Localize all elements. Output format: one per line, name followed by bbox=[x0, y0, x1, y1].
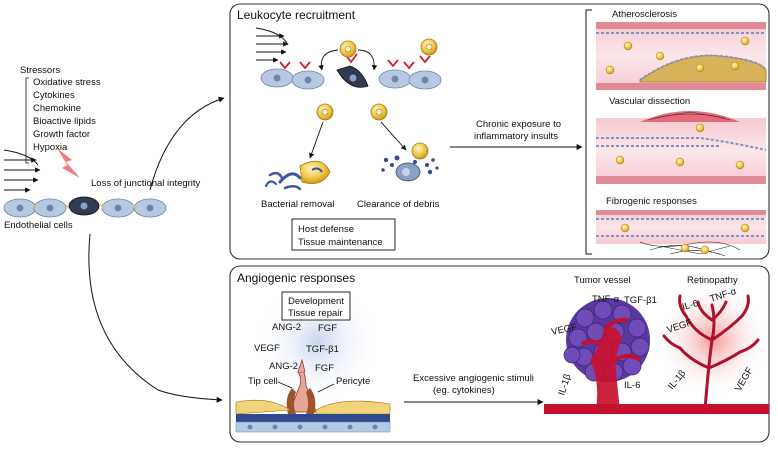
factor-label: ANG-2 bbox=[269, 361, 298, 372]
tip-cell-label: Tip cell bbox=[248, 376, 278, 387]
development-box bbox=[281, 291, 351, 321]
factor-label: FGF bbox=[318, 323, 337, 334]
tumor-label: TNF-α bbox=[592, 294, 620, 305]
stressor-item: Chemokine bbox=[33, 103, 81, 114]
host-defense-box bbox=[291, 218, 396, 251]
stimuli-label-2: (eg. cytokines) bbox=[433, 385, 495, 396]
stressor-item: Cytokines bbox=[33, 90, 75, 101]
angio-vessel-base bbox=[235, 399, 391, 433]
development-line: Development bbox=[288, 296, 344, 307]
fibrogenic-illustration bbox=[596, 210, 766, 257]
chronic-label-2: inflammatory insults bbox=[474, 131, 558, 142]
factor-label: ANG-2 bbox=[272, 322, 301, 333]
sprout-illustration bbox=[286, 358, 317, 414]
fibrogenic-title: Fibrogenic responses bbox=[606, 196, 697, 207]
retinopathy-label: IL-6 bbox=[681, 298, 700, 313]
dissection-title: Vascular dissection bbox=[609, 96, 690, 107]
factor-label: FGF bbox=[315, 363, 334, 374]
debris-illustration bbox=[381, 142, 439, 182]
stimuli-label-1: Excessive angiogenic stimuli bbox=[413, 373, 534, 384]
atherosclerosis-title: Atherosclerosis bbox=[612, 9, 677, 20]
endothelial-cell-row bbox=[3, 196, 167, 218]
bacterial-removal-label: Bacterial removal bbox=[261, 199, 334, 210]
tumor-title: Tumor vessel bbox=[574, 275, 631, 286]
tumor-label: TGF-β1 bbox=[624, 295, 657, 306]
tissue-maintenance-line: Tissue maintenance bbox=[298, 237, 383, 248]
junction-label: Loss of junctional integrity bbox=[91, 178, 201, 189]
endothelial-label: Endothelial cells bbox=[4, 220, 73, 231]
atherosclerosis-illustration bbox=[596, 22, 767, 90]
retinopathy-illustration bbox=[662, 294, 760, 412]
leukocyte-title: Leukocyte recruitment bbox=[237, 8, 356, 22]
panel-flow-arrows bbox=[255, 27, 289, 63]
stressor-item: Oxidative stress bbox=[33, 77, 101, 88]
disease-bracket bbox=[585, 9, 592, 255]
stressor-item: Growth factor bbox=[33, 129, 90, 140]
chronic-label-1: Chronic exposure to bbox=[476, 119, 561, 130]
stressor-item: Hypoxia bbox=[33, 142, 68, 153]
clearance-label: Clearance of debris bbox=[357, 199, 440, 210]
lightning-icon bbox=[57, 148, 80, 178]
tumor-label: IL-6 bbox=[624, 380, 640, 391]
tumor-label: VEGF bbox=[550, 322, 578, 338]
stressors-title: Stressors bbox=[20, 65, 60, 76]
tip-cell-leader bbox=[277, 381, 293, 389]
arrow-to-leukocyte bbox=[149, 96, 225, 191]
host-defense-line: Host defense bbox=[298, 224, 354, 235]
tissue-repair-line: Tissue repair bbox=[288, 308, 343, 319]
vessel-base bbox=[544, 404, 769, 414]
leukocyte-panel bbox=[229, 3, 770, 260]
flow-arrows bbox=[3, 149, 41, 193]
tumor-label: IL-1β bbox=[556, 372, 573, 397]
stressors-bracket bbox=[25, 77, 29, 164]
retinopathy-title: Retinopathy bbox=[687, 275, 738, 286]
stressor-item: Bioactive lipids bbox=[33, 116, 96, 127]
pericyte-leader bbox=[317, 383, 335, 393]
factor-label: TGF-β1 bbox=[306, 344, 339, 355]
stressors-group: Stressors Oxidative stress Cytokines Che… bbox=[20, 65, 101, 164]
tumor-illustration bbox=[563, 298, 650, 410]
bacteria-illustration bbox=[264, 160, 331, 191]
arrow-to-angiogenic bbox=[88, 233, 223, 403]
angiogenic-title: Angiogenic responses bbox=[237, 271, 355, 285]
dissection-illustration bbox=[596, 111, 767, 184]
recruitment-cells bbox=[260, 38, 442, 159]
angiogenic-panel bbox=[229, 265, 770, 443]
factor-label: VEGF bbox=[254, 343, 280, 354]
pericyte-label: Pericyte bbox=[336, 376, 370, 387]
